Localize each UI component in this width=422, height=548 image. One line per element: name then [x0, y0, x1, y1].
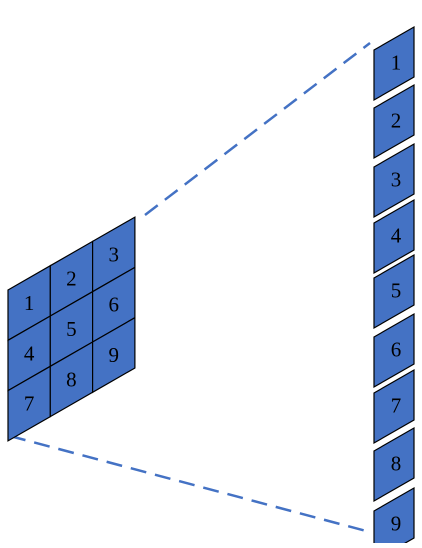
- grid-cell-label: 2: [66, 267, 77, 291]
- grid-cell-label: 4: [24, 341, 35, 365]
- column-cell: [373, 426, 415, 503]
- column-cell-label: 4: [391, 224, 402, 248]
- top-dashed-connector: [144, 42, 371, 216]
- column-cell: [373, 142, 415, 219]
- column-cell-label: 5: [391, 279, 402, 303]
- dashed-connectors: [9, 42, 371, 534]
- column-cell: [373, 253, 415, 330]
- grid-cell-label: 9: [109, 343, 120, 367]
- input-grid: 1 2 3 4 5 6 7 8 9: [7, 216, 136, 442]
- column-cell-label: 2: [391, 109, 402, 133]
- column-cell: [373, 25, 415, 102]
- flattened-column: 1 2 3 4 5 6 7 8 9: [373, 25, 415, 548]
- column-cell-label: 3: [391, 168, 402, 192]
- column-cell: [373, 368, 415, 445]
- column-cell-label: 8: [391, 452, 402, 476]
- grid-cell-label: 8: [66, 367, 77, 391]
- grid-cell-label: 1: [24, 291, 35, 315]
- column-cell-label: 7: [391, 394, 402, 418]
- grid-cell-label: 7: [24, 392, 35, 416]
- column-cell: [373, 83, 415, 160]
- grid-cell: [91, 316, 136, 394]
- grid-cell-label: 6: [109, 293, 120, 317]
- column-cell-label: 9: [391, 512, 402, 536]
- bottom-dashed-connector: [9, 434, 371, 534]
- column-cell: [373, 312, 415, 389]
- column-cell-label: 1: [391, 51, 402, 75]
- grid-cell-label: 3: [109, 242, 120, 266]
- grid-cell-label: 5: [66, 317, 77, 341]
- column-cell-label: 6: [391, 338, 402, 362]
- column-cell: [373, 198, 415, 275]
